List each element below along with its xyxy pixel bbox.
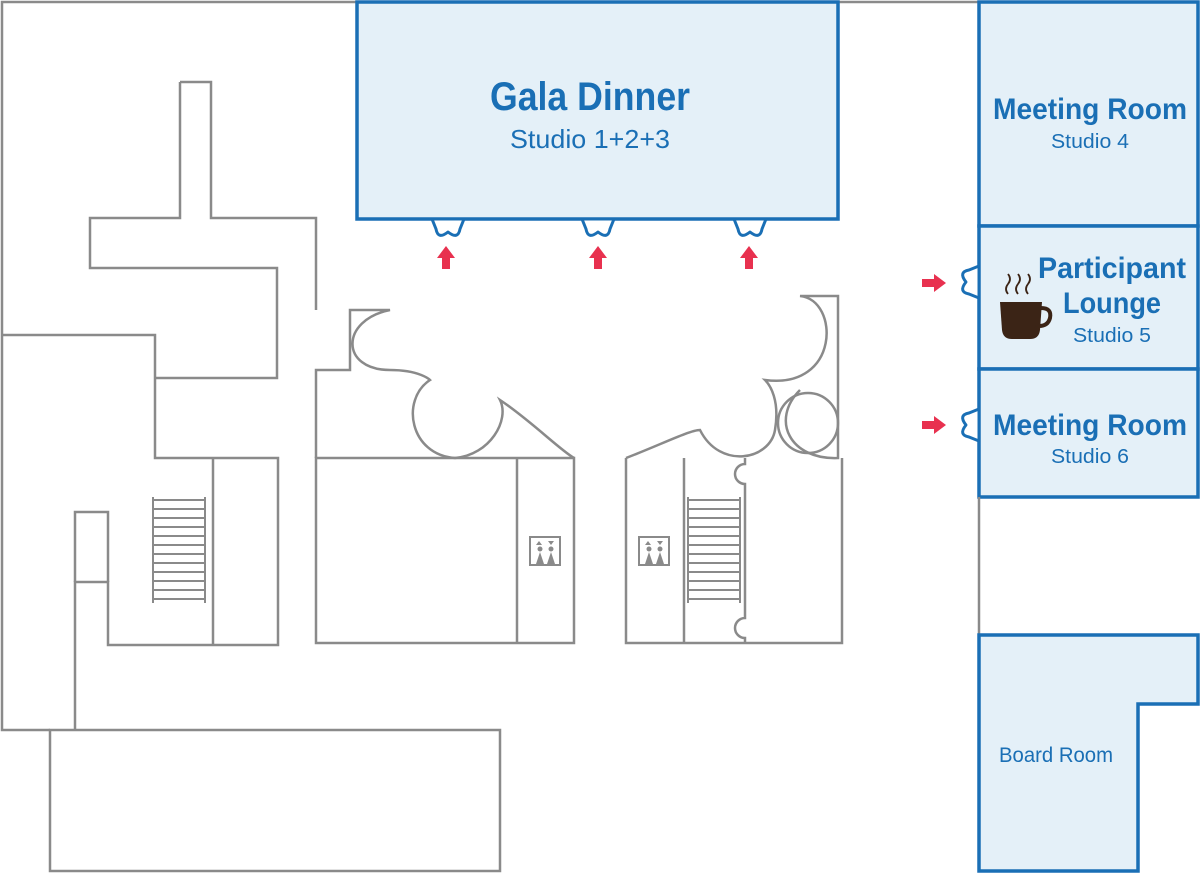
lounge-title-line2: Lounge [1063,287,1161,320]
room-meeting-studio-4[interactable] [977,0,1200,228]
lounge-subtitle: Studio 5 [1073,325,1151,347]
door [961,264,981,300]
door [580,217,616,237]
elevator-icon [638,536,670,566]
entrance-arrow-icon [922,274,946,292]
room-board-room[interactable] [977,633,1200,873]
entrance-arrow-icon [589,246,607,269]
entrance-arrow-icon [740,246,758,269]
door [961,407,981,443]
lounge-title-line1: Participant [1038,252,1186,285]
elevator-icon [529,536,561,566]
stairs-icon [687,497,741,603]
coffee-cup-icon [1000,273,1053,339]
door [732,217,768,237]
meeting-room-4-title: Meeting Room [993,93,1187,126]
room-gala-dinner[interactable] [355,0,840,221]
stairs-icon [152,497,206,603]
door [430,217,466,237]
meeting-room-6-subtitle: Studio 6 [1051,446,1129,468]
room-participant-lounge[interactable] [977,224,1200,371]
room-meeting-studio-6[interactable] [977,367,1200,499]
gala-dinner-subtitle: Studio 1+2+3 [510,124,670,154]
gala-dinner-title: Gala Dinner [490,75,690,119]
building-walls [0,0,979,873]
entrance-arrow-icon [922,416,946,434]
board-room-title: Board Room [999,744,1113,767]
meeting-room-4-subtitle: Studio 4 [1051,131,1129,153]
meeting-room-6-title: Meeting Room [993,409,1187,442]
entrance-arrow-icon [437,246,455,269]
